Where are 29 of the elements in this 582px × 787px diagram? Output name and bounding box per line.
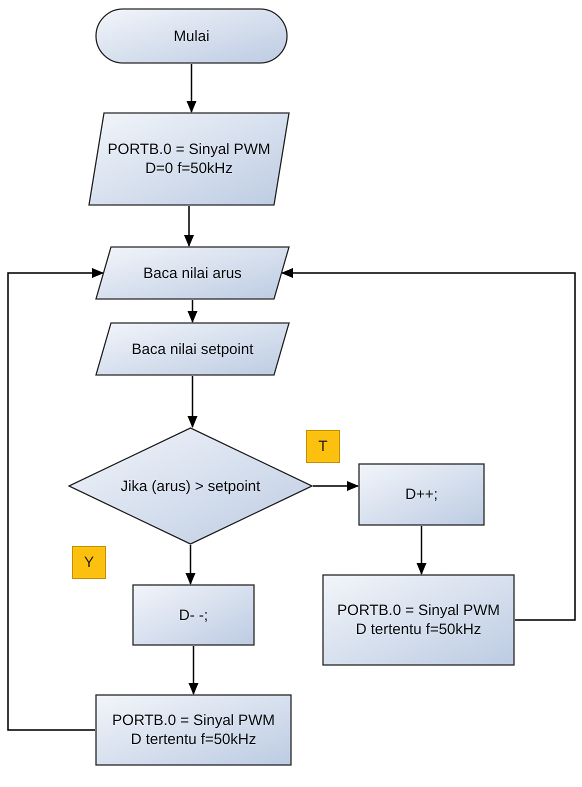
io-parallelogram bbox=[95, 246, 290, 300]
node-text: PORTB.0 = Sinyal PWM D tertentu f=50kHz bbox=[336, 601, 501, 639]
arrow bbox=[184, 206, 194, 247]
branch-tag: T bbox=[306, 430, 340, 463]
node-text: Mulai bbox=[174, 26, 210, 46]
node-text: D++; bbox=[405, 485, 438, 504]
arrow bbox=[186, 545, 196, 585]
arrow bbox=[7, 268, 104, 731]
decision-diamond bbox=[68, 427, 313, 545]
node-text: PORTB.0 = Sinyal PWM D tertentu f=50kHz bbox=[111, 711, 276, 749]
arrow bbox=[188, 300, 198, 323]
node-text: Baca nilai arus bbox=[143, 264, 242, 282]
arrow bbox=[281, 268, 576, 621]
arrow bbox=[188, 646, 198, 695]
arrow bbox=[188, 376, 198, 428]
process-box bbox=[132, 584, 255, 646]
arrow bbox=[416, 526, 426, 575]
io-parallelogram bbox=[88, 112, 290, 206]
node-text: Jika (arus) > setpoint bbox=[120, 476, 260, 496]
node-text: PORTB.0 = Sinyal PWM D=0 f=50kHz bbox=[106, 140, 272, 178]
io-parallelogram bbox=[95, 322, 290, 376]
process-box bbox=[358, 463, 485, 526]
arrow bbox=[313, 481, 359, 491]
branch-tag: Y bbox=[72, 546, 106, 579]
process-box bbox=[95, 694, 292, 766]
node-text: D- -; bbox=[178, 606, 208, 624]
process-box bbox=[322, 574, 515, 666]
node-text: Baca nilai setpoint bbox=[132, 340, 254, 358]
arrow bbox=[186, 64, 196, 113]
